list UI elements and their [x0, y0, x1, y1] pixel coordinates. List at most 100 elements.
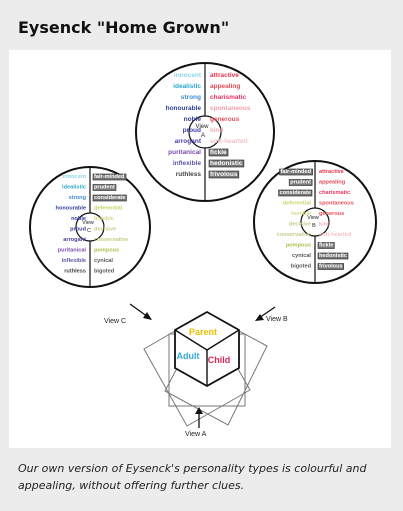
word-highlight-box — [92, 173, 127, 181]
wheel-word: arrogant — [175, 138, 202, 145]
wheel-word: strong — [69, 195, 87, 201]
word-highlight-box — [208, 148, 229, 157]
wheel-word: cynical — [292, 253, 311, 259]
arrow-view-b-head — [255, 314, 264, 321]
wheel-c-left-words: innocent idealistic strong honourable noble p… — [56, 174, 87, 275]
wheel-word: charismatic — [210, 94, 247, 101]
word-highlight-box — [279, 168, 313, 176]
wheel-word: spontaneous — [319, 201, 354, 207]
wheel-b-right-words: attractive appealing charismatic spontaneou… — [317, 169, 354, 270]
wheel-word: deferential — [94, 206, 123, 212]
word-highlight-box — [278, 189, 313, 197]
wheel-c-hub-label-1: View — [82, 220, 94, 226]
wheel-word: appealing — [210, 83, 240, 90]
wheel-word: considerate — [94, 195, 125, 201]
wheel-word: ruthless — [176, 171, 202, 178]
wheel-word: soft-hearted — [319, 232, 352, 238]
label-view-c: View C — [104, 318, 126, 325]
wheel-word: innocent — [63, 174, 86, 180]
wheel-word: soft-hearted — [210, 138, 248, 145]
wheel-c-hub — [75, 212, 105, 242]
wheel-word: humble — [94, 216, 114, 222]
wheel-word: kind — [210, 127, 223, 134]
wheel-word: frivolous — [319, 264, 343, 270]
wheel-word: honourable — [166, 105, 202, 112]
cube-face-adult: Adult — [177, 351, 200, 361]
wheel-word: charismatic — [319, 190, 350, 196]
word-highlight-box — [92, 194, 127, 202]
wheel-word: conservative — [277, 232, 311, 238]
wheel-word: pompous — [94, 248, 119, 254]
wheel-a-hub — [188, 115, 222, 149]
wheel-word: puritanical — [168, 149, 201, 156]
wheel-word: attractive — [210, 72, 239, 79]
cube-face-parent: Parent — [189, 327, 217, 337]
wheel-word: idealistic — [62, 185, 86, 191]
wheel-word: puritanical — [58, 248, 87, 254]
word-highlight-box — [92, 184, 117, 191]
wheel-word: inflexible — [62, 258, 86, 264]
wheel-word: cynical — [94, 258, 113, 264]
wheel-word: pompous — [286, 243, 311, 249]
wheel-word: attractive — [319, 169, 344, 175]
wheel-word: bigoted — [291, 264, 312, 270]
wheel-word: fickle — [210, 149, 227, 156]
wheel-word: inflexible — [173, 160, 202, 167]
wheel-b-hub-label-1: View — [307, 215, 319, 221]
word-highlight-box — [208, 159, 245, 168]
wheel-word: honourable — [56, 206, 86, 212]
wheel-c-hub-label-2: C — [87, 228, 91, 234]
word-highlight-box — [317, 263, 344, 270]
wheel-word: noble — [71, 216, 86, 222]
wheel-word: decisive — [94, 227, 116, 233]
wheel-word: humble — [291, 211, 311, 217]
word-highlight-box — [208, 170, 240, 179]
wheel-view-c: View C innocent idealistic strong honourabl… — [29, 166, 151, 288]
wheel-word: kind — [319, 222, 331, 228]
wheel-b-hub-label-2: B — [312, 223, 316, 229]
figure-caption: Our own version of Eysenck's personality… — [18, 462, 367, 492]
wheel-view-b: View B fair-mindedprudentconsideratedefe… — [253, 160, 377, 284]
label-view-a: View A — [185, 431, 207, 438]
wheel-a-left-words: innocentidealisticstronghonourablenoblep… — [166, 72, 202, 178]
wheel-word: generous — [210, 116, 240, 123]
cube-edge-left — [174, 329, 208, 351]
wheel-a-hub-label-2: A — [201, 133, 205, 139]
wheel-word: conservative — [94, 237, 128, 243]
wheel-word: idealistic — [173, 83, 201, 90]
wheel-b-hub — [300, 207, 330, 237]
wheel-a-right-words: attractive appealing charismatic spontaneou… — [208, 72, 251, 179]
arrow-view-c — [129, 303, 149, 318]
wheel-word: hedonistic — [319, 253, 347, 259]
arrow-view-a-head — [195, 407, 203, 414]
wheel-word: appealing — [319, 180, 346, 186]
wheel-word: strong — [181, 94, 201, 101]
wheel-c-right-words: fair-minded prudent considerate deferential… — [92, 173, 128, 275]
wheel-word: proud — [70, 227, 86, 233]
cube-diagram: Parent Adult Child View C View B View A — [104, 303, 288, 438]
wheel-word: arrogant — [63, 237, 86, 243]
wheel-word: fair-minded — [281, 169, 312, 175]
wheel-word: frivolous — [210, 171, 238, 178]
wheel-word: prudent — [94, 185, 115, 191]
arrow-view-c-head — [143, 312, 152, 320]
wheel-word: fair-minded — [94, 174, 125, 180]
wheel-word: deferential — [283, 201, 312, 207]
diagram-panel: View A innocent idealistic strong honourabl… — [9, 50, 391, 448]
wheel-word: generous — [319, 211, 344, 217]
word-highlight-box — [317, 252, 349, 260]
wheel-word: fickle — [319, 243, 333, 249]
wheel-b-left-words: fair-mindedprudentconsideratedeferential… — [277, 168, 313, 270]
wheel-view-a: View A innocentidealisticstronghonourabl… — [135, 62, 275, 202]
wheel-word: hedonistic — [210, 160, 243, 167]
word-highlight-box — [288, 179, 313, 186]
cube-face-child: Child — [208, 355, 231, 365]
wheel-word: decisive — [289, 222, 311, 228]
wheel-word: noble — [184, 116, 202, 123]
wheel-word: proud — [183, 127, 201, 134]
page-title: Eysenck "Home Grown" — [18, 18, 230, 37]
cube-edge-right — [206, 329, 240, 351]
word-highlight-box — [317, 242, 335, 249]
wheel-a-hub-label-1: View — [196, 124, 210, 130]
wheel-word: spontaneous — [210, 105, 251, 112]
